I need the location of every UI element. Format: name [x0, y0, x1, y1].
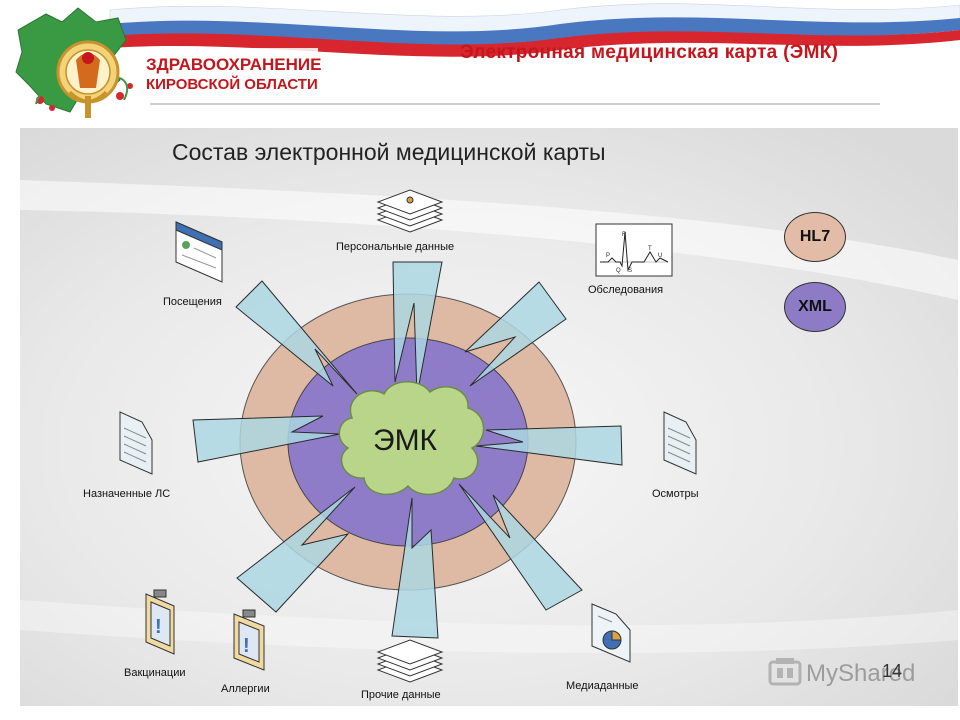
svg-text:!: !	[155, 616, 162, 638]
xml-badge: XML	[784, 282, 846, 332]
arrow-bottom-right	[458, 483, 583, 611]
source-label-other-data: Прочие данные	[361, 689, 441, 701]
svg-text:Q: Q	[616, 268, 621, 274]
emk-core-label: ЭМК	[373, 424, 438, 457]
pie-chart-document-icon	[591, 603, 631, 663]
source-label-inspections: Осмотры	[652, 488, 699, 500]
svg-text:T: T	[648, 246, 652, 252]
browser-window-icon	[175, 221, 223, 283]
ecg-chart-icon: R P Q S T U	[595, 223, 673, 277]
logo-line-1: ЗДРАВООХРАНЕНИЕ	[146, 55, 321, 74]
svg-text:!: !	[243, 635, 250, 657]
svg-text:P: P	[606, 253, 610, 259]
arrow-right	[475, 425, 623, 466]
clipboard-alert-icon: !	[233, 609, 265, 671]
clipboard-alert-icon: !	[145, 589, 175, 655]
diagram-heading: Состав электронной медицинской карты	[172, 139, 606, 165]
svg-text:R: R	[622, 232, 627, 238]
source-label-prescribed-drugs: Назначенные ЛС	[83, 488, 171, 500]
page-number: 14	[882, 661, 903, 681]
slide-title: Электронная медицинская карта (ЭМК)	[460, 42, 839, 63]
arrow-top	[392, 261, 443, 396]
document-icon	[663, 411, 697, 475]
arrow-left	[192, 415, 341, 463]
arrow-bottom	[391, 497, 439, 639]
source-label-personal-data: Персональные данные	[336, 241, 455, 253]
source-label-allergies: Аллергии	[221, 683, 270, 695]
svg-text:U: U	[658, 253, 662, 259]
source-label-visits: Посещения	[163, 296, 222, 308]
header-banner: ЗДРАВООХРАНЕНИЕ КИРОВСКОЙ ОБЛАСТИ	[15, 3, 960, 118]
svg-text:S: S	[628, 268, 632, 274]
source-label-examinations: Обследования	[588, 284, 664, 296]
emk-core-cloud	[338, 381, 485, 496]
source-label-media-data: Медиаданные	[566, 680, 639, 692]
watermark-logo	[768, 658, 802, 686]
watermark-text: MyShared	[806, 660, 916, 687]
panel-sweep	[20, 180, 958, 300]
stacked-documents-icon	[376, 639, 444, 683]
logo-text-backdrop	[142, 48, 318, 94]
arrow-bottom-left	[236, 486, 356, 613]
arrow-top-right	[464, 281, 567, 387]
logo-line-2: КИРОВСКОЙ ОБЛАСТИ	[146, 75, 318, 93]
hl7-badge: HL7	[784, 212, 846, 262]
source-label-vaccinations: Вакцинации	[124, 667, 186, 679]
arrows	[192, 261, 623, 639]
arrow-top-left	[235, 280, 358, 395]
ribbon-red	[110, 30, 960, 57]
document-icon	[119, 411, 153, 475]
stacked-documents-icon	[376, 189, 444, 233]
